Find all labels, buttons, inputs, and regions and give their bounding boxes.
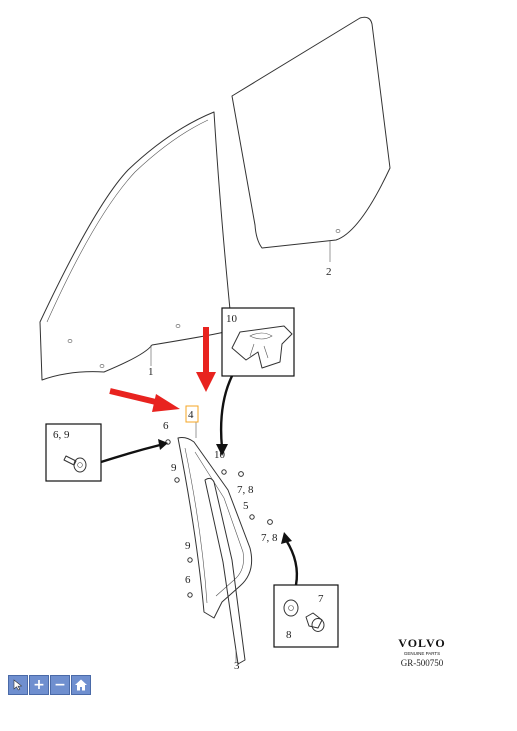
detail-clip-label: 10 [226, 313, 238, 325]
callout-1: 1 [148, 366, 154, 378]
callout-2: 2 [326, 266, 332, 278]
part-5[interactable] [249, 514, 255, 520]
callout-3: 3 [234, 660, 240, 672]
part-2-rear-glass[interactable] [231, 16, 391, 262]
detail-box-clip[interactable]: 10 [221, 307, 295, 377]
callout-6-bottom: 6 [185, 574, 191, 586]
brand-subtitle: GENUINE PARTS [404, 651, 440, 656]
fastener-7-8-bottom[interactable] [267, 519, 273, 525]
fastener-9-top[interactable] [174, 477, 180, 483]
clip-10[interactable] [221, 469, 227, 475]
detail-box-washer[interactable]: 7 8 [273, 584, 339, 648]
detail-washer-label-8: 8 [286, 629, 292, 641]
zoom-in-button[interactable]: + [29, 675, 49, 695]
fastener-9-bottom[interactable] [187, 557, 193, 563]
connector-arrow-clip [219, 375, 234, 449]
pointer-icon [13, 679, 23, 691]
part-3-quarter-glass[interactable] [177, 420, 253, 665]
callout-9-bottom: 9 [185, 540, 191, 552]
home-button[interactable] [71, 675, 91, 695]
diagram-reference: GR-500750 [401, 658, 444, 668]
callout-10: 10 [214, 449, 226, 461]
callout-4-highlight [185, 405, 199, 423]
detail-washer-label-7: 7 [318, 593, 324, 605]
callout-5: 5 [243, 500, 249, 512]
connector-arrow-screw [100, 443, 161, 464]
callout-9-top: 9 [171, 462, 177, 474]
part-1-front-glass[interactable] [39, 111, 233, 381]
callout-7-8-top: 7, 8 [237, 484, 254, 496]
fastener-7-8-top[interactable] [238, 471, 244, 477]
connector-arrow-washer [284, 539, 299, 586]
callout-6-top: 6 [163, 420, 169, 432]
viewer-toolbar: + − [8, 675, 91, 695]
fastener-6-bottom[interactable] [187, 592, 193, 598]
brand-logo: VOLVO [398, 636, 445, 650]
detail-box-screw[interactable]: 6, 9 [45, 423, 102, 482]
red-arrow-down [196, 327, 216, 392]
red-arrow-right [109, 388, 180, 412]
callout-4: 4 [188, 409, 194, 421]
select-tool-button[interactable] [8, 675, 28, 695]
detail-screw-label: 6, 9 [53, 429, 70, 441]
callout-7-8-bottom: 7, 8 [261, 532, 278, 544]
fastener-6-top[interactable] [165, 439, 171, 445]
home-icon [75, 679, 87, 691]
zoom-out-button[interactable]: − [50, 675, 70, 695]
